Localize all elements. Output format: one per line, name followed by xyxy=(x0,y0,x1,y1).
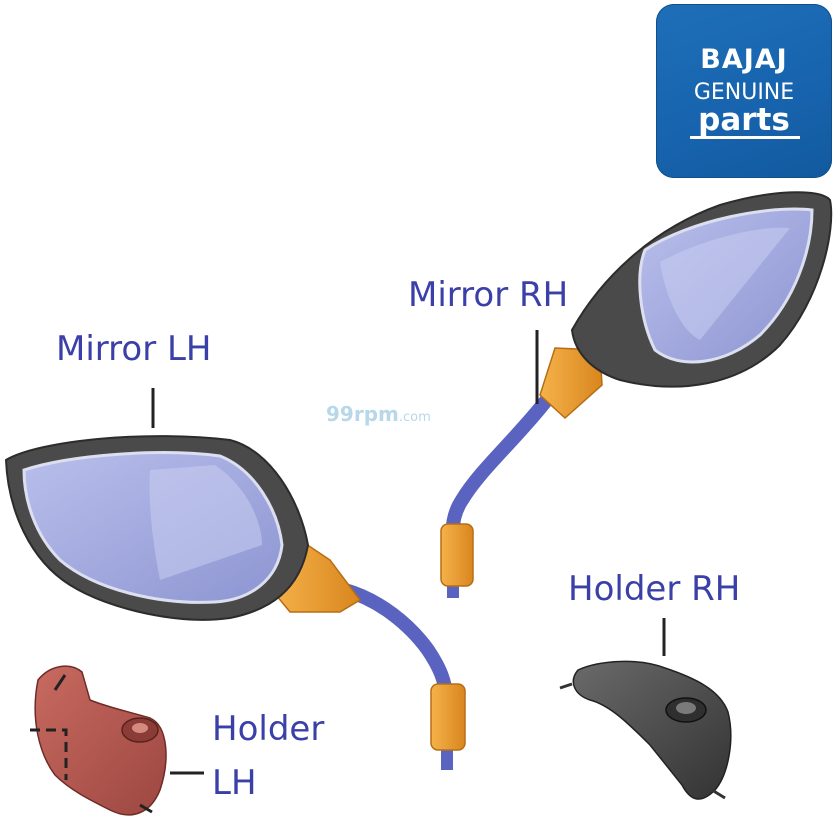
mirror-rh-stem xyxy=(445,395,552,547)
mirror-lh-stem xyxy=(338,583,454,707)
site-watermark: 99rpm.com xyxy=(326,402,431,426)
watermark-main: 99rpm xyxy=(326,402,399,426)
holder-rh xyxy=(559,660,732,800)
holder-lh-label-line1: Holder xyxy=(212,709,325,749)
mirror-lh-label: Mirror LH xyxy=(56,329,212,369)
logo-underline xyxy=(690,136,800,139)
logo-parts: parts xyxy=(698,102,790,138)
holder-lh xyxy=(30,665,167,816)
mirror-lh-sleeve xyxy=(430,683,466,751)
holder-lh-label-line2: LH xyxy=(212,763,257,803)
logo-genuine: GENUINE xyxy=(693,80,795,105)
mirror-rh xyxy=(440,191,833,598)
bajaj-genuine-parts-logo: BAJAJ GENUINE parts xyxy=(656,4,832,178)
logo-brand: BAJAJ xyxy=(700,44,788,75)
mirror-rh-label: Mirror RH xyxy=(408,275,569,315)
mirror-rh-sleeve xyxy=(440,523,474,587)
mirror-lh xyxy=(4,435,466,770)
holder-rh-label: Holder RH xyxy=(568,569,741,609)
watermark-suffix: .com xyxy=(398,410,431,425)
